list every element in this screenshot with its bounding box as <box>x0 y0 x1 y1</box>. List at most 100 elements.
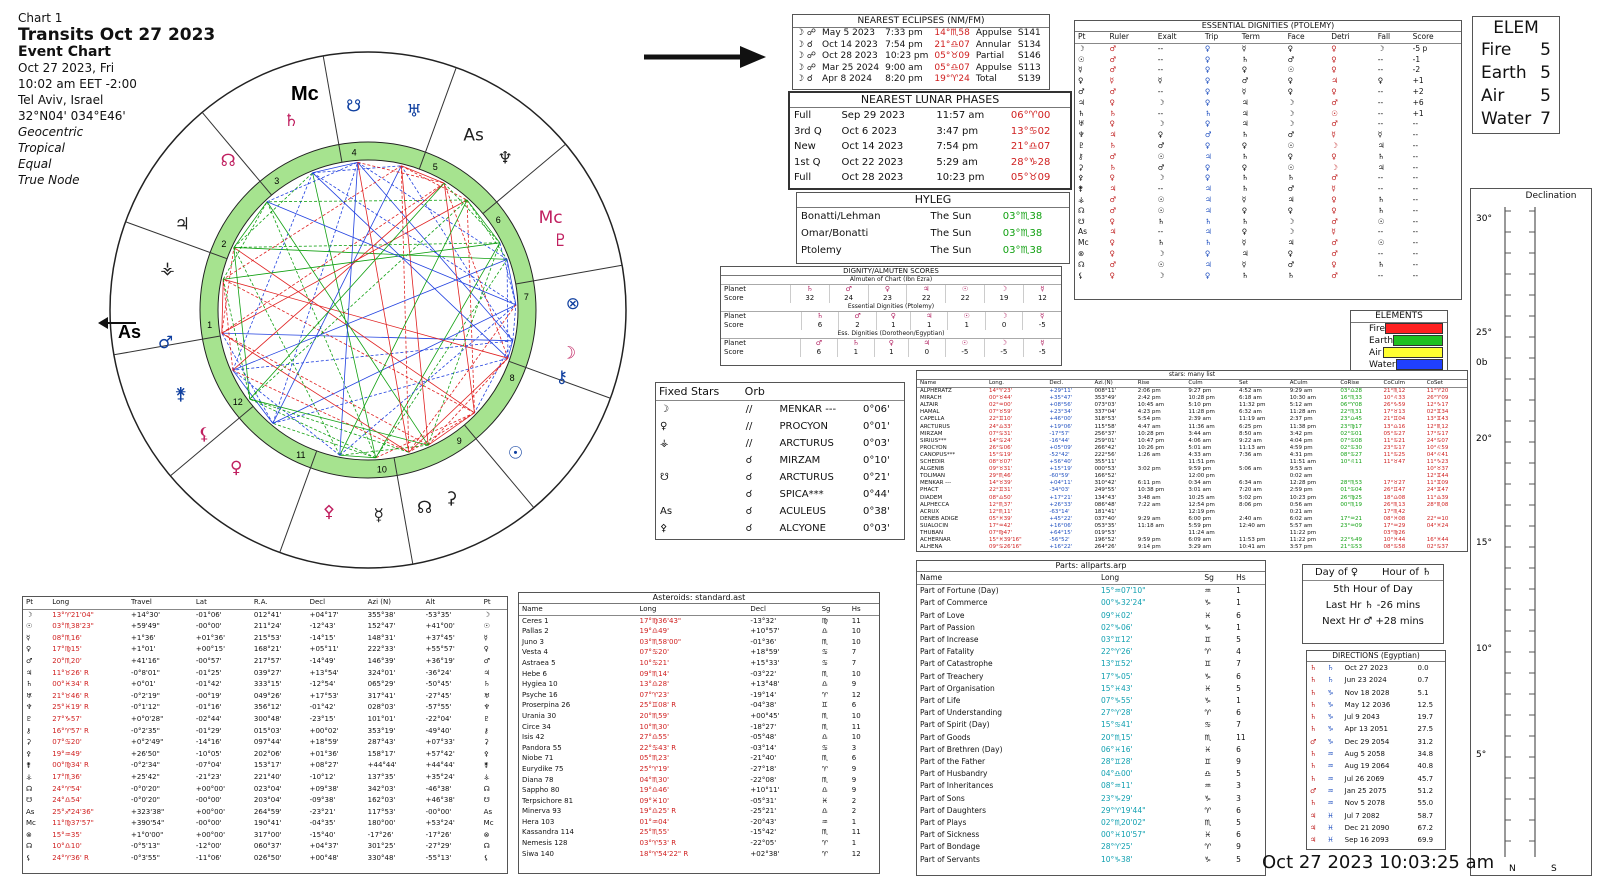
house-number[interactable]: 4 <box>352 148 357 158</box>
planet-glyph-icon[interactable]: ♆ <box>498 149 513 169</box>
planet-glyph-icon[interactable]: Mc <box>539 208 563 228</box>
position-row[interactable]: ☊10°♎10'-0°5'13"-12°00'060°37'+04°37'301… <box>23 841 507 853</box>
part-row[interactable]: Part of Spirit (Day)15°♋41'♋7 <box>917 719 1265 731</box>
column-header[interactable]: Lat <box>195 598 207 606</box>
planet-glyph-icon[interactable]: ☊ <box>417 498 432 518</box>
position-row[interactable]: ☿08°♏16'+1°36'+01°36'215°53'-14°15'148°3… <box>23 633 507 645</box>
part-row[interactable]: Part of Brethren (Day)06°♓16'♓6 <box>917 744 1265 756</box>
column-header[interactable]: Rise <box>1137 380 1150 386</box>
position-row[interactable]: ☊24°♈54'-0°0'20"+00°00'023°04'+09°38'342… <box>23 784 507 796</box>
planet-glyph-icon[interactable]: ☉ <box>945 285 985 294</box>
planet-glyph-icon[interactable]: ♅ <box>406 101 421 121</box>
column-header[interactable]: Name <box>920 573 943 582</box>
position-row[interactable]: ⚵00°♍34' R-0°2'34"-07°04'153°17'+08°27'+… <box>23 760 507 772</box>
column-header[interactable]: ACulm <box>1289 380 1308 386</box>
house-number[interactable]: 5 <box>433 162 438 172</box>
column-header[interactable]: Culm <box>1188 380 1203 386</box>
dignity-row[interactable]: ⚸♀☽♀♄♄♂---- <box>1075 271 1461 282</box>
column-header[interactable]: Decl. <box>1049 380 1064 386</box>
planet-glyph-icon[interactable]: ♄ <box>836 339 875 348</box>
column-header[interactable]: Exalt <box>1157 32 1177 41</box>
dignity-row[interactable]: ☊♂☉♃☿♂♀♄-- <box>1075 260 1461 271</box>
position-row[interactable]: ☽13°♈21'04"+14°30'-01°06'012°41'+04°17'3… <box>23 609 507 621</box>
fixed-star-row[interactable]: ☌SPICA***0°44' <box>656 486 904 503</box>
column-header[interactable]: Pt <box>1078 32 1086 41</box>
column-header[interactable]: Long <box>639 605 657 613</box>
column-header[interactable]: Hs <box>851 605 861 613</box>
position-row[interactable]: ⚴19°♒49'+26'50"-10°05'202°06'+01°36'158°… <box>23 749 507 761</box>
position-row[interactable]: ♄00°♓34' R+0°01'-01°42'333°15'-12°54'065… <box>23 679 507 691</box>
planet-glyph-icon[interactable]: ☿ <box>374 506 384 526</box>
column-header[interactable]: CoSet <box>1426 380 1443 386</box>
planet-glyph-icon[interactable]: ☉ <box>508 443 523 463</box>
dignity-row[interactable]: ⚳♄♂♀♀☉☽♃-- <box>1075 163 1461 174</box>
dignity-row[interactable]: ⚵♃--♃♄♂☿---- <box>1075 184 1461 195</box>
planet-glyph-icon[interactable]: ⊗ <box>566 294 580 314</box>
dignity-row[interactable]: ♄♄--♄♃☽☉--+1 <box>1075 109 1461 120</box>
mc-label[interactable]: Mc <box>291 83 319 105</box>
planet-glyph-icon[interactable]: ⚶ <box>160 258 174 278</box>
house-number[interactable]: 8 <box>510 373 515 383</box>
planet-glyph-icon[interactable]: ☿ <box>1022 339 1061 348</box>
column-header[interactable]: Travel <box>131 598 152 606</box>
dignity-row[interactable]: As♃--♃♀☽☿---- <box>1075 227 1461 238</box>
column-header[interactable]: Name <box>522 605 543 613</box>
position-row[interactable]: ⚷16°♈57' R-0°2'35"-01°29'015°03'+00°02'3… <box>23 726 507 738</box>
dignity-row[interactable]: ☋♀♄♄♄☽♂☉-- <box>1075 217 1461 228</box>
planet-glyph-icon[interactable]: ♇ <box>553 231 568 251</box>
column-header[interactable]: Set <box>1239 380 1249 386</box>
planet-glyph-icon[interactable]: ☉ <box>947 312 986 321</box>
planet-glyph-icon[interactable]: ♀ <box>230 458 242 478</box>
planet-glyph-icon[interactable]: ♂ <box>828 285 869 294</box>
column-header[interactable]: Orb <box>744 385 765 398</box>
fixed-star-row[interactable]: ☽//MENKAR ---0°06' <box>656 401 904 419</box>
dignity-row[interactable]: ☽♂--♀☿♀♀☽-5 p <box>1075 43 1461 54</box>
column-header[interactable]: Sg <box>1204 573 1214 582</box>
column-header[interactable]: Hs <box>1236 573 1246 582</box>
column-header[interactable]: Decl <box>750 605 766 613</box>
planet-glyph-icon[interactable]: ♂ <box>158 333 173 353</box>
house-number[interactable]: 10 <box>377 464 387 474</box>
dignity-row[interactable]: ☉♂--♀♄♂♀---1 <box>1075 55 1461 66</box>
planet-glyph-icon[interactable]: ♂ <box>838 312 877 321</box>
